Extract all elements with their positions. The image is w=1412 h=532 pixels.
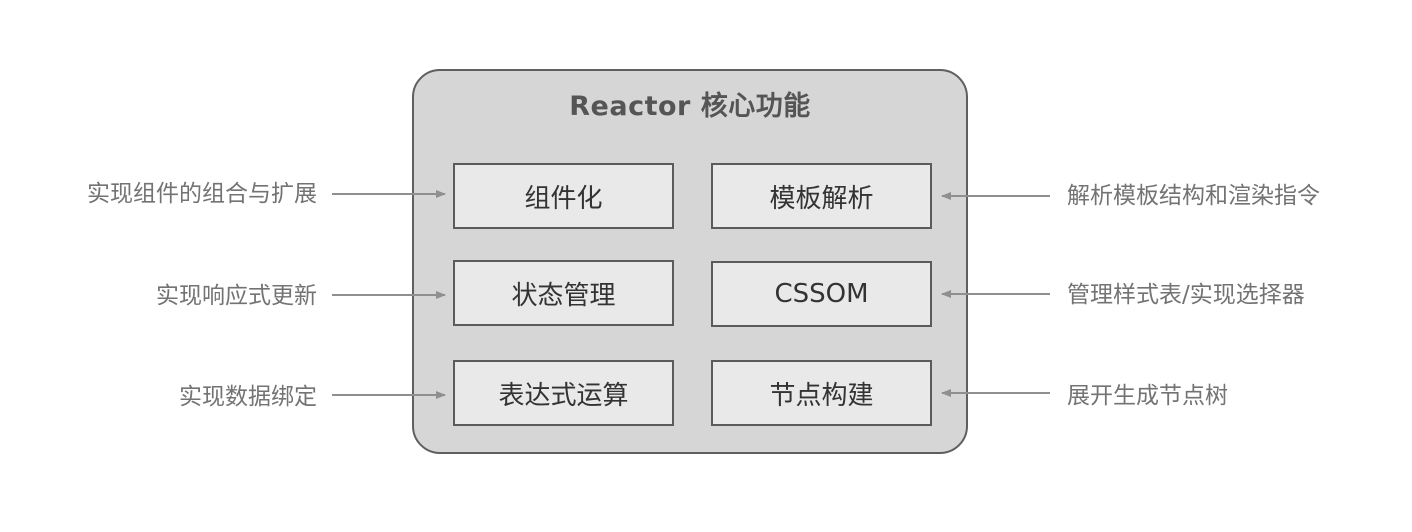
box-cssom: CSSOM <box>711 261 932 327</box>
right-label-cssom: 管理样式表/实现选择器 <box>1067 282 1305 308</box>
left-label-componentization: 实现组件的组合与扩展 <box>87 181 317 207</box>
box-template-parsing: 模板解析 <box>711 163 932 229</box>
diagram-title: Reactor 核心功能 <box>569 91 811 122</box>
right-label-node-building: 展开生成节点树 <box>1067 383 1228 409</box>
box-expression-evaluation: 表达式运算 <box>453 360 674 426</box>
right-label-template-parsing: 解析模板结构和渲染指令 <box>1067 183 1320 209</box>
box-componentization: 组件化 <box>453 163 674 229</box>
left-label-expression-evaluation: 实现数据绑定 <box>179 384 317 410</box>
box-node-building: 节点构建 <box>711 360 932 426</box>
box-state-management: 状态管理 <box>453 260 674 326</box>
left-label-state-management: 实现响应式更新 <box>156 283 317 309</box>
